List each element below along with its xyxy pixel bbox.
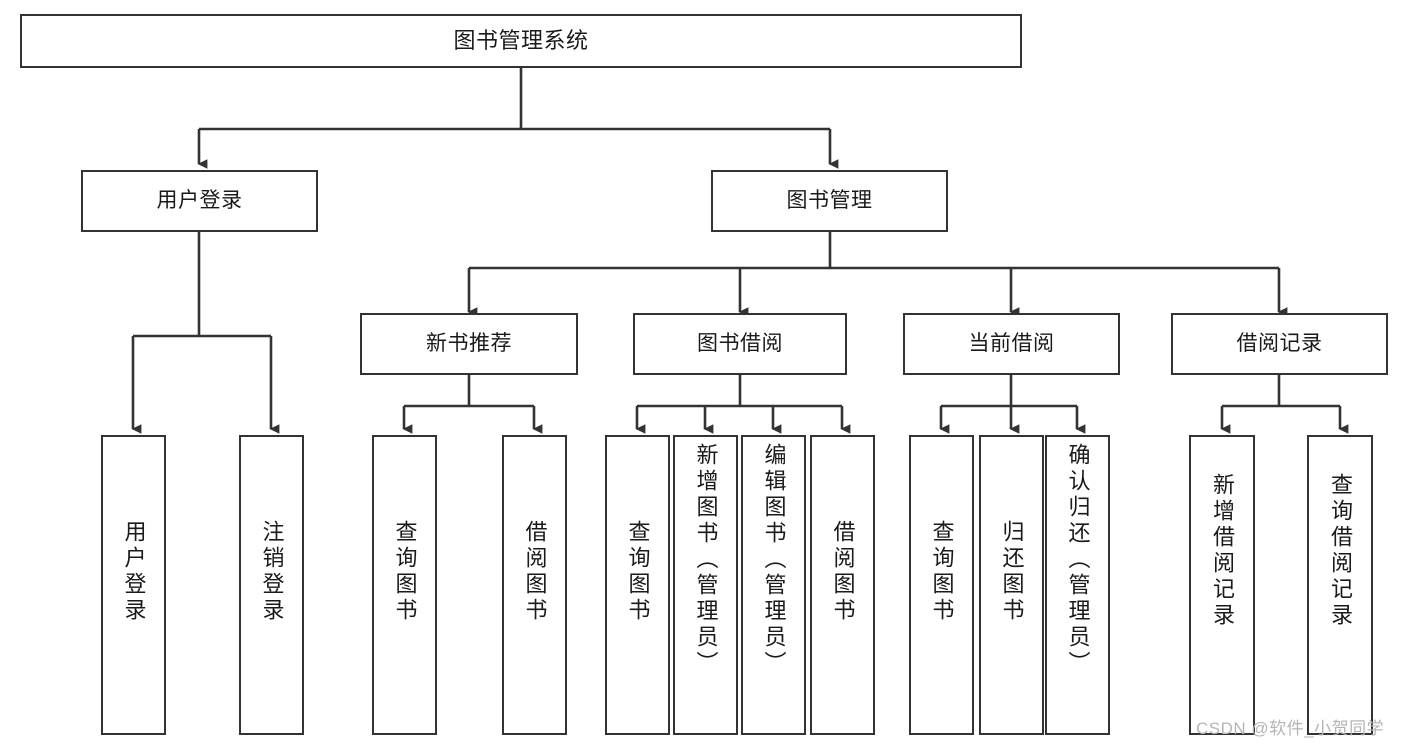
node-label: 查询借阅记录 (1328, 473, 1353, 629)
leaf-add-borrow-record[interactable]: 新增借阅记录 (1189, 435, 1255, 735)
leaf-query-book-recommend[interactable]: 查询图书 (372, 435, 437, 735)
leaf-query-book-current[interactable]: 查询图书 (909, 435, 974, 735)
leaf-borrow-book-recommend[interactable]: 借阅图书 (502, 435, 567, 735)
node-label: 借阅图书 (522, 520, 548, 624)
node-label: 查询图书 (392, 520, 418, 624)
node-label: 确认归还（管理员） (1065, 443, 1091, 677)
leaf-query-book-borrow[interactable]: 查询图书 (605, 435, 670, 735)
node-label: 图书管理 (786, 188, 873, 212)
leaf-user-login[interactable]: 用户登录 (101, 435, 166, 735)
node-label: 借阅记录 (1236, 331, 1323, 355)
leaf-query-borrow-record[interactable]: 查询借阅记录 (1307, 435, 1373, 735)
leaf-confirm-return-admin[interactable]: 确认归还（管理员） (1045, 435, 1110, 735)
node-label: 编辑图书（管理员） (761, 443, 787, 677)
node-label: 归还图书 (999, 520, 1025, 624)
node-label: 新增图书（管理员） (693, 443, 719, 677)
node-borrow-record[interactable]: 借阅记录 (1171, 313, 1388, 375)
node-label: 用户登录 (121, 520, 147, 624)
leaf-add-book-admin[interactable]: 新增图书（管理员） (673, 435, 738, 735)
leaf-return-book[interactable]: 归还图书 (979, 435, 1044, 735)
node-label: 借阅图书 (830, 520, 856, 624)
node-user-login[interactable]: 用户登录 (81, 170, 318, 232)
node-label: 图书管理系统 (453, 28, 589, 54)
leaf-edit-book-admin[interactable]: 编辑图书（管理员） (741, 435, 806, 735)
leaf-user-logout[interactable]: 注销登录 (239, 435, 304, 735)
node-label: 新书推荐 (426, 331, 512, 355)
node-label: 当前借阅 (968, 331, 1055, 355)
node-root-book-management-system[interactable]: 图书管理系统 (20, 14, 1022, 68)
node-label: 注销登录 (259, 520, 285, 624)
node-label: 用户登录 (156, 188, 243, 212)
leaf-borrow-book[interactable]: 借阅图书 (810, 435, 875, 735)
node-book-management[interactable]: 图书管理 (711, 170, 948, 232)
csdn-watermark: CSDN @软件_小贺同学 (1196, 719, 1385, 738)
node-label: 查询图书 (929, 520, 955, 624)
node-book-borrow[interactable]: 图书借阅 (633, 313, 847, 375)
node-current-borrow[interactable]: 当前借阅 (903, 313, 1120, 375)
node-label: 新增借阅记录 (1210, 473, 1235, 629)
node-label: 查询图书 (625, 520, 651, 624)
node-new-book-recommend[interactable]: 新书推荐 (360, 313, 578, 375)
node-label: 图书借阅 (697, 331, 783, 355)
